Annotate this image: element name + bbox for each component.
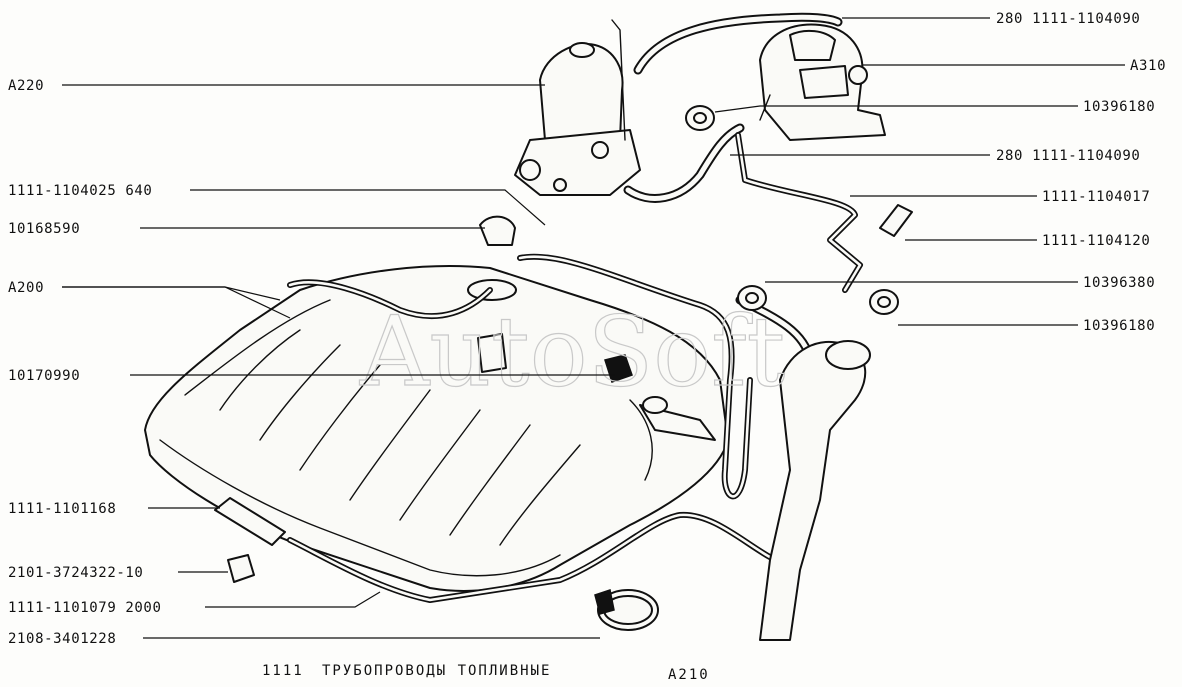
label-hose-280-mid: 280 1111-1104090 <box>996 148 1140 164</box>
filler-neck <box>639 340 871 641</box>
fuel-tank <box>144 265 729 592</box>
label-clamp-10168590: 10168590 <box>8 221 80 237</box>
label-clamp-2108-3401228: 2108-3401228 <box>8 631 116 647</box>
label-clip-10170990: 10170990 <box>8 368 80 384</box>
label-grommet-10396380: 10396380 <box>1083 275 1155 291</box>
label-clamp-2101-3724322: 2101-3724322-10 <box>8 565 143 581</box>
small-parts <box>214 105 913 631</box>
label-pipe-1111-1104017: 1111-1104017 <box>1042 189 1150 205</box>
fuel-pipes <box>287 132 863 603</box>
label-grommet-10396180-top: 10396180 <box>1083 99 1155 115</box>
leader-lines-left <box>62 84 615 639</box>
label-hose-280-top: 280 1111-1104090 <box>996 11 1140 27</box>
label-grommet-10396180-bottom: 10396180 <box>1083 318 1155 334</box>
caption-title: ТРУБОПРОВОДЫ ТОПЛИВНЫЕ <box>322 663 551 679</box>
caption-model: 1111 <box>262 663 304 679</box>
label-a220: A220 <box>8 78 44 94</box>
label-hose-1111-1104025: 1111-1104025 640 <box>8 183 152 199</box>
caption: 1111 ТРУБОПРОВОДЫ ТОПЛИВНЫЕ A210 <box>262 663 710 683</box>
leader-lines-right <box>714 17 1125 326</box>
label-a200: A200 <box>8 280 44 296</box>
watermark: AutoSoft <box>359 296 785 408</box>
label-a310: A310 <box>1130 58 1166 74</box>
labels-left: A220 1111-1104025 640 10168590 A200 1017… <box>8 78 162 647</box>
labels-right: 280 1111-1104090 A310 10396180 280 1111-… <box>996 11 1166 334</box>
caption-code: A210 <box>668 667 710 683</box>
fuel-pump <box>514 19 641 196</box>
carburetor <box>759 23 886 141</box>
label-pipe-1111-1101079: 1111-1101079 2000 <box>8 600 162 616</box>
label-filler-1111-1101168: 1111-1101168 <box>8 501 116 517</box>
label-sleeve-1111-1104120: 1111-1104120 <box>1042 233 1150 249</box>
